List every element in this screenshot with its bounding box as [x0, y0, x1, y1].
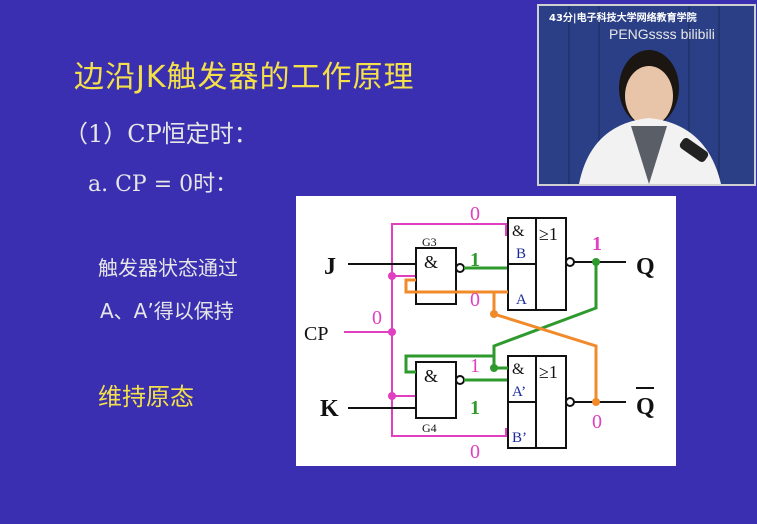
gate-g3-label: G3 [422, 235, 437, 249]
video-watermark: PENGssss bilibili [609, 26, 715, 42]
output-qbar-label: Q [636, 394, 655, 420]
video-overlay-text: 43分|电子科技大学网络教育学院 [549, 13, 697, 24]
aoi-lower-or: ≥1 [539, 362, 558, 382]
value-q: 1 [592, 233, 602, 255]
value-top-feedback: 0 [470, 203, 480, 225]
gate-g3 [415, 247, 457, 305]
conclusion-text: 维持原态 [98, 383, 194, 411]
value-g4-out: 1 [470, 397, 480, 419]
case-heading: a. CP = 0时： [88, 172, 238, 197]
input-cp-label: CP [304, 323, 328, 345]
value-g4-a-prime: 1 [470, 355, 480, 377]
input-b-prime-label: B’ [512, 430, 527, 446]
input-b-label: B [516, 246, 526, 262]
aoi-upper-or: ≥1 [539, 224, 558, 244]
slide-title: 边沿JK触发器的工作原理 [74, 60, 415, 95]
value-a-input: 0 [470, 289, 480, 311]
section-heading: （1）CP恒定时： [64, 120, 258, 148]
input-a-label: A [516, 292, 527, 308]
gate-g4-label: G4 [422, 421, 437, 435]
input-k-label: K [320, 396, 339, 422]
lecturer-figure-icon [539, 6, 754, 184]
value-cp: 0 [372, 307, 382, 329]
jk-flipflop-circuit: J CP K Q Q G3 & G4 & [296, 196, 676, 466]
gate-g3-symbol: & [424, 252, 438, 272]
gate-g4 [415, 361, 457, 419]
description-line-2: A、A’得以保持 [100, 299, 234, 323]
input-a-prime-label: A’ [512, 384, 526, 400]
description-line-1: 触发器状态通过 [98, 256, 238, 280]
value-qbar: 0 [592, 411, 602, 433]
output-q-label: Q [636, 254, 655, 280]
input-j-label: J [324, 254, 336, 280]
lecturer-video: 43分|电子科技大学网络教育学院 PENGssss bilibili [537, 4, 756, 186]
aoi-upper-and: & [512, 223, 525, 240]
value-g3-out: 1 [470, 249, 480, 271]
value-bottom-feedback: 0 [470, 441, 480, 463]
aoi-lower-and: & [512, 361, 525, 378]
gate-g4-symbol: & [424, 366, 438, 386]
